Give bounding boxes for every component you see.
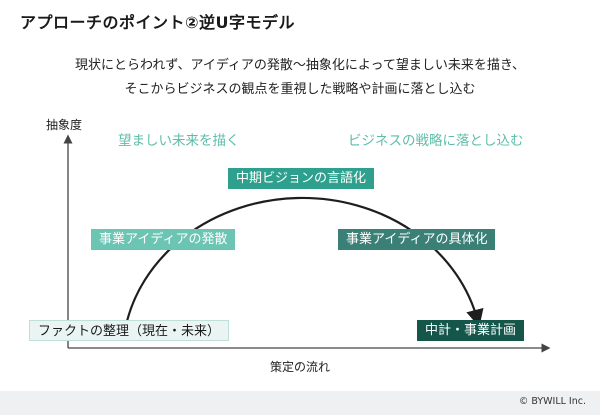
y-axis-label: 抽象度 — [46, 118, 83, 132]
page-title: アプローチのポイント②逆U字モデル — [20, 13, 296, 32]
subtitle-line-1: 現状にとらわれず、アイディアの発散〜抽象化によって望ましい未来を描き、 — [75, 58, 525, 73]
copyright: © BYWILL Inc. — [518, 396, 586, 407]
step-current-state: ファクトの整理（現在・未来） — [29, 320, 230, 341]
phase-label-left: 望ましい未来を描く — [118, 133, 240, 149]
step-vision: 中期ビジョンの言語化 — [228, 168, 375, 189]
subtitle-line-2: そこからビジネスの観点を重視した戦略や計画に落とし込む — [124, 82, 476, 97]
footer-bar: © BYWILL Inc. — [0, 391, 600, 415]
subtitle: 現状にとらわれず、アイディアの発散〜抽象化によって望ましい未来を描き、 そこから… — [0, 54, 600, 102]
step-idea-divergence: 事業アイディアの発散 — [91, 229, 236, 250]
inverted-u-arc — [123, 196, 484, 331]
x-axis-label: 策定の流れ — [270, 360, 331, 374]
step-plan: 中計・事業計画 — [417, 320, 525, 341]
step-idea-concrete: 事業アイディアの具体化 — [338, 229, 496, 250]
phase-label-right: ビジネスの戦略に落とし込む — [348, 133, 524, 149]
